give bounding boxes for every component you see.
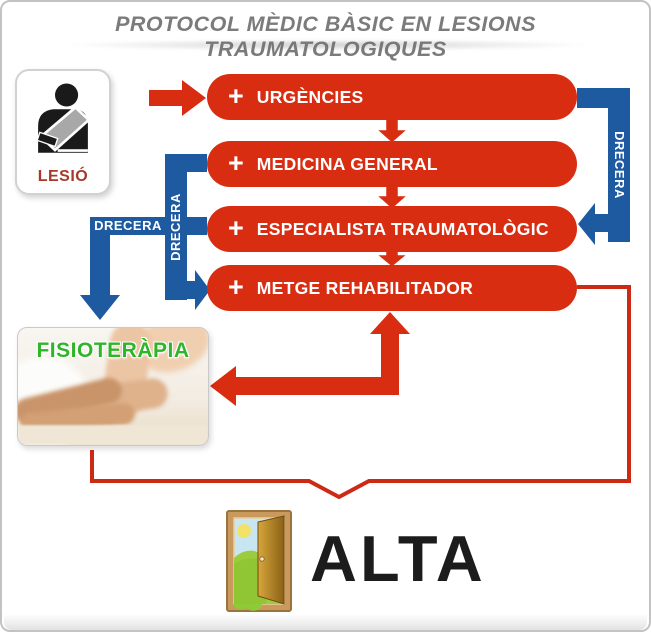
open-door-icon	[226, 510, 292, 612]
box-especialista-traumatologic: + ESPECIALISTA TRAUMATOLÒGIC	[207, 206, 577, 252]
drecera-label-branch: DRECERA	[94, 218, 162, 233]
drecera-label-left-bar: DRECERA	[168, 193, 183, 261]
fisioterapia-label: FISIOTERÀPIA	[36, 339, 190, 362]
drecera-label-right-bar: DRECERA	[612, 131, 627, 199]
plus-icon: +	[228, 271, 244, 302]
arrow-left-to-fisio	[210, 366, 236, 406]
box-metge-rehabilitador-label: METGE REHABILITADOR	[256, 277, 474, 298]
injured-person-icon	[36, 83, 91, 153]
box-medicina-general-label: MEDICINA GENERAL	[256, 153, 438, 174]
plus-icon: +	[228, 147, 244, 178]
shortcut-right-bar	[608, 88, 630, 242]
metge-fisio-horizontal-shaft	[234, 377, 399, 395]
shortcut-right-arrow-to-especialista	[578, 203, 595, 245]
shortcut-branch-arrow-to-fisio	[80, 295, 120, 320]
alta-label: ALTA	[310, 522, 486, 595]
lesio-card: LESIÓ	[15, 69, 111, 195]
bracket-to-alta	[90, 285, 631, 500]
photo-table-shape	[18, 425, 208, 445]
shortcut-left-bar	[165, 154, 187, 300]
fisioterapia-photo: FISIOTERÀPIA	[17, 327, 209, 446]
shortcut-left-arrow-shaft	[185, 281, 196, 299]
shortcut-right-arrow-shaft	[595, 214, 609, 232]
box-urgencies-label: URGÈNCIES	[256, 86, 364, 107]
shortcut-left-arrow-to-metge	[195, 270, 210, 310]
plus-icon: +	[228, 80, 244, 111]
shortcut-left-stub-especialista	[187, 217, 207, 235]
arrow-lesio-to-urgencies	[149, 80, 206, 116]
shortcut-branch-vertical	[90, 217, 110, 297]
arrow-up-to-metge	[370, 312, 410, 334]
page-title: PROTOCOL MÈDIC BÀSIC EN LESIONS TRAUMATO…	[115, 12, 536, 61]
footer-fade	[4, 614, 647, 630]
box-medicina-general: + MEDICINA GENERAL	[207, 141, 577, 187]
arrow-urgencies-to-medicina	[371, 114, 413, 146]
box-especialista-traumatologic-label: ESPECIALISTA TRAUMATOLÒGIC	[256, 218, 549, 239]
lesio-label: LESIÓ	[37, 168, 89, 185]
box-urgencies: + URGÈNCIES	[207, 74, 577, 120]
plus-icon: +	[228, 212, 244, 243]
title-shadow	[60, 39, 596, 51]
box-metge-rehabilitador: + METGE REHABILITADOR	[207, 265, 577, 311]
